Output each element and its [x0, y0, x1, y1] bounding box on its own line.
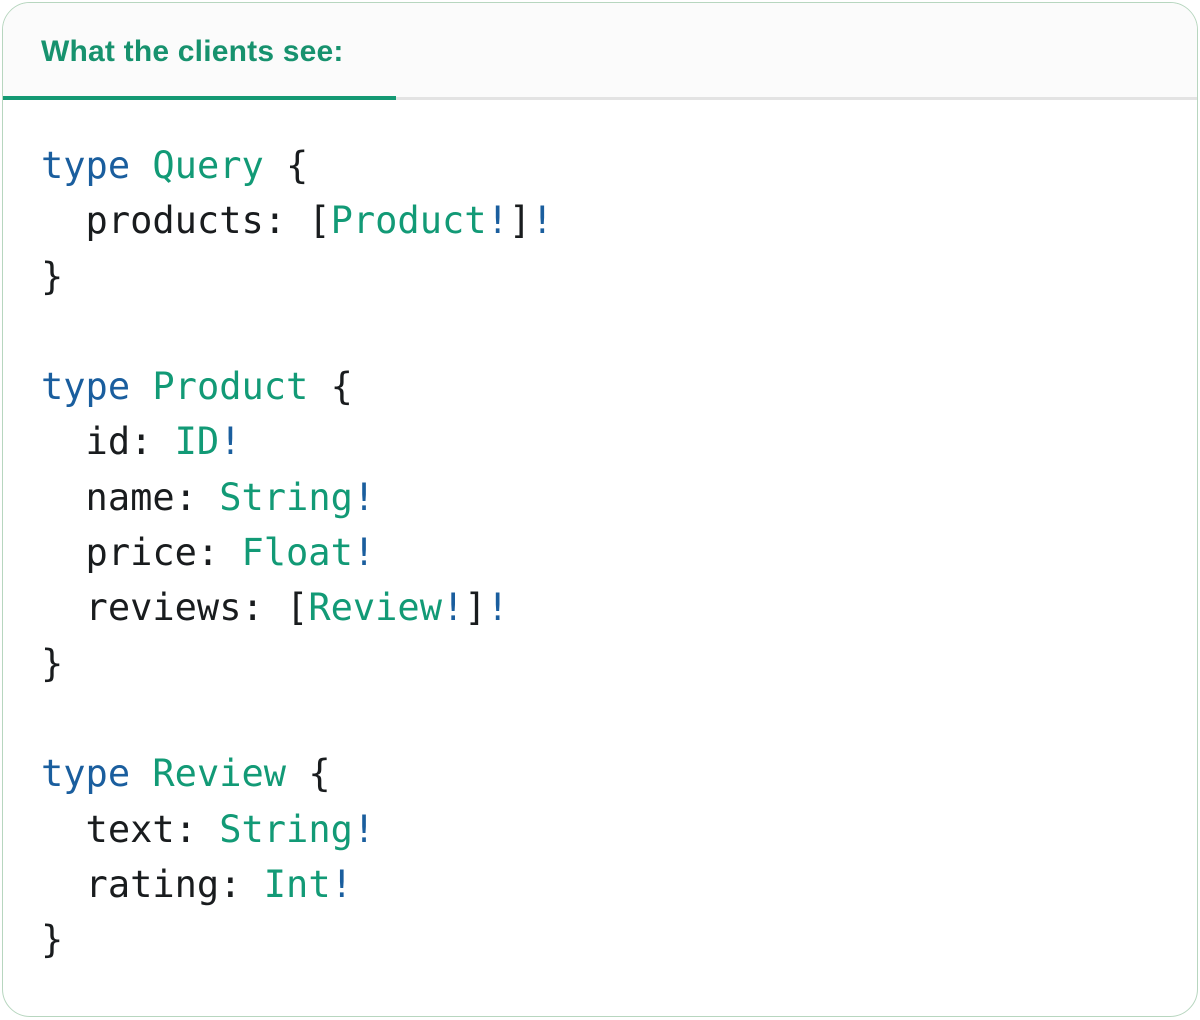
code-token-keyword: type	[41, 144, 153, 187]
code-line	[41, 304, 1167, 359]
code-token-bang: !	[486, 199, 509, 243]
code-token-plain: rating:	[41, 862, 264, 906]
code-token-bang: !	[219, 420, 242, 464]
code-block: type Query { products: [Product!]!} type…	[3, 100, 1197, 967]
code-token-plain: price:	[41, 531, 242, 575]
code-token-typename: Review	[152, 752, 287, 796]
code-token-typename: ID	[174, 420, 220, 464]
tab-label: What the clients see:	[41, 34, 344, 68]
code-token-typename: String	[219, 807, 353, 851]
code-line: id: ID!	[41, 414, 1167, 469]
code-token-bang: !	[531, 199, 554, 243]
code-token-bang: !	[486, 586, 509, 630]
code-token-plain: name:	[41, 475, 220, 519]
code-line: name: String!	[41, 470, 1167, 525]
code-token-typename: String	[219, 475, 353, 519]
code-token-plain: ]	[508, 199, 532, 243]
code-line: type Query {	[41, 138, 1167, 193]
tab-bar: What the clients see:	[3, 3, 1197, 100]
code-line: text: String!	[41, 802, 1167, 857]
code-token-bang: !	[352, 475, 376, 519]
code-line: price: Float!	[41, 525, 1167, 580]
code-token-bang: !	[352, 531, 376, 575]
code-token-plain: ]	[464, 586, 487, 630]
code-line: reviews: [Review!]!	[41, 580, 1167, 635]
code-line: }	[41, 249, 1167, 304]
code-token-plain: {	[308, 365, 353, 409]
code-token-plain: }	[41, 254, 64, 298]
code-token-typename: Float	[241, 531, 353, 575]
code-token-plain: }	[41, 641, 64, 685]
code-line: rating: Int!	[41, 857, 1167, 912]
tabbar-divider	[3, 97, 1197, 100]
active-tab-underline	[3, 96, 396, 100]
code-token-plain: {	[263, 144, 309, 187]
code-token-plain: }	[41, 918, 64, 962]
code-token-plain: text:	[41, 807, 220, 851]
code-token-bang: !	[352, 807, 376, 851]
code-token-typename: Product	[330, 199, 487, 243]
code-token-typename: Review	[308, 586, 442, 630]
code-line: }	[41, 636, 1167, 691]
code-token-typename: Int	[263, 862, 331, 906]
code-token-plain: products: [	[41, 199, 331, 243]
code-line	[41, 691, 1167, 746]
code-token-typename: Query	[152, 144, 264, 187]
code-line: products: [Product!]!	[41, 193, 1167, 248]
code-token-plain: id:	[41, 420, 175, 464]
tab-what-clients-see[interactable]: What the clients see:	[3, 3, 396, 100]
code-token-plain: reviews: [	[41, 586, 309, 630]
code-token-typename: Product	[152, 365, 309, 409]
code-line: type Product {	[41, 359, 1167, 414]
code-token-plain: {	[286, 752, 331, 796]
code-line: }	[41, 912, 1167, 967]
code-token-keyword: type	[41, 365, 153, 409]
code-token-bang: !	[330, 862, 353, 906]
code-token-keyword: type	[41, 752, 153, 796]
code-token-bang: !	[441, 586, 465, 630]
code-line: type Review {	[41, 746, 1167, 801]
